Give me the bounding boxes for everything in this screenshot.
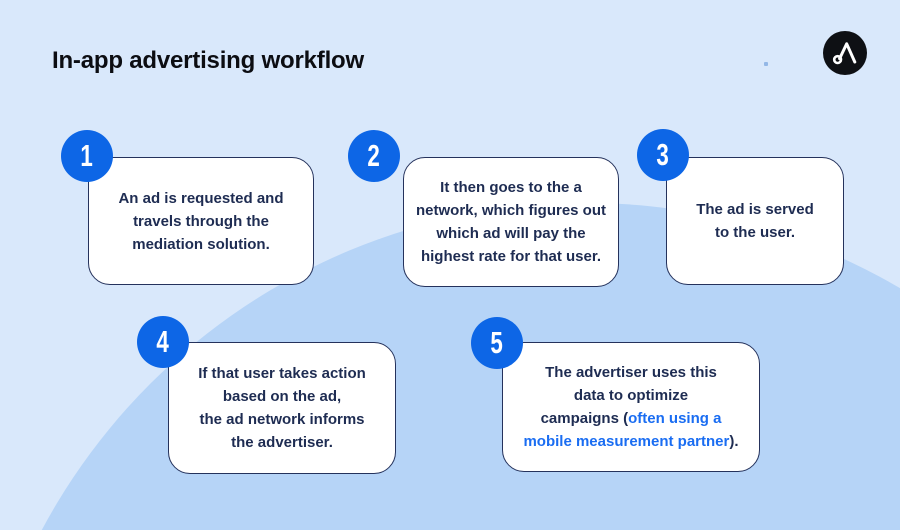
step-2-text-line: network, which figures out xyxy=(415,202,606,219)
step-5-text: campaigns ( xyxy=(540,410,629,427)
step-2-text-line: highest rate for that user. xyxy=(420,248,602,265)
step-4-text-line: based on the ad, xyxy=(222,388,342,405)
step-5-card: The advertiser uses this data to optimiz… xyxy=(502,342,760,472)
step-4-text-line: If that user takes action xyxy=(198,365,366,382)
step-2-number: 2 xyxy=(367,138,381,173)
mobile-measurement-partner-link[interactable]: often using a xyxy=(628,410,722,427)
brand-a-icon xyxy=(832,42,857,65)
step-4-text-line: the advertiser. xyxy=(231,434,333,451)
brand-logo xyxy=(823,31,867,75)
step-1-text-line: An ad is requested and xyxy=(118,189,284,207)
step-1-number: 1 xyxy=(80,138,94,173)
step-1-card: An ad is requested and travels through t… xyxy=(88,157,314,285)
step-2-card: It then goes to the a network, which fig… xyxy=(403,157,619,287)
step-1-badge: 1 xyxy=(61,130,113,182)
step-5-badge: 5 xyxy=(471,317,523,369)
step-3-card: The ad is served to the user. xyxy=(666,157,844,285)
step-3-number: 3 xyxy=(656,137,670,172)
step-1-text-line: travels through the xyxy=(133,212,269,230)
step-5-text-line: data to optimize xyxy=(574,384,688,407)
mobile-measurement-partner-link[interactable]: mobile measurement partner xyxy=(523,433,730,450)
step-5-text: The advertiser uses this xyxy=(545,364,717,381)
step-5-text-line: The advertiser uses this xyxy=(545,361,717,384)
step-5-text-line: campaigns (often using a xyxy=(541,407,722,430)
step-4-text-line: the ad network informs xyxy=(199,411,365,428)
step-5-text: ). xyxy=(729,433,739,450)
step-4-card: If that user takes action based on the a… xyxy=(168,342,396,474)
step-1-text-line: mediation solution. xyxy=(132,235,270,253)
step-4-badge: 4 xyxy=(137,316,189,368)
tiny-speck xyxy=(764,62,768,66)
step-2-badge: 2 xyxy=(348,130,400,182)
page-title: In-app advertising workflow xyxy=(52,47,364,74)
step-5-text-line: mobile measurement partner). xyxy=(523,430,738,453)
step-5-number: 5 xyxy=(490,325,504,360)
step-3-text-line: to the user. xyxy=(714,224,796,241)
step-2-text-line: It then goes to the a xyxy=(440,179,582,196)
step-3-badge: 3 xyxy=(637,129,689,181)
step-3-text-line: The ad is served xyxy=(696,201,814,218)
step-4-number: 4 xyxy=(156,324,170,359)
step-5-text: data to optimize xyxy=(573,387,689,404)
step-2-text-line: which ad will pay the xyxy=(436,225,586,242)
